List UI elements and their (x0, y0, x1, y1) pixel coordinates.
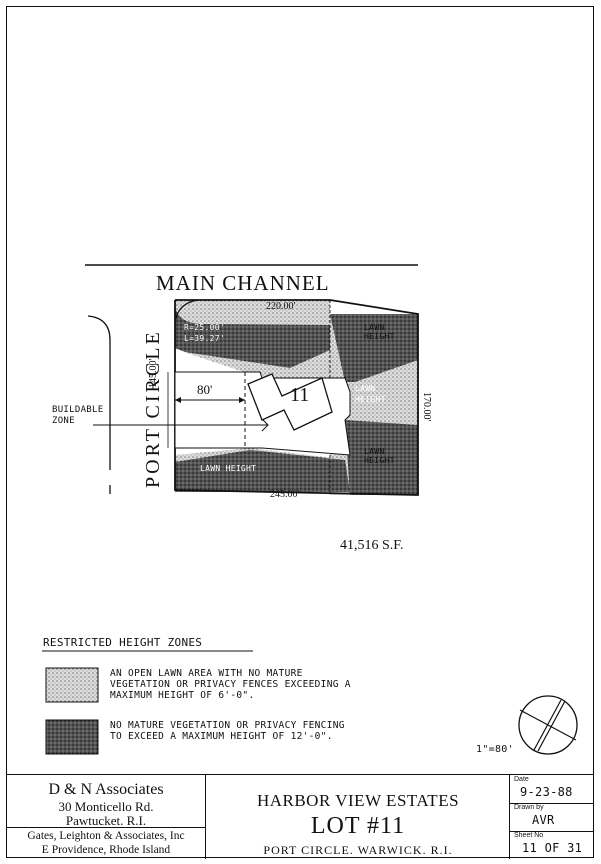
north-arrow-icon (518, 695, 578, 755)
sheet-info-box: Date 9-23-88 Drawn by AVR Sheet No 11 OF… (510, 775, 594, 859)
curve-note-1: R=25.00' (184, 323, 225, 332)
drawn-by-value: AVR (532, 813, 555, 827)
firm2-address: E Providence, Rhode Island (41, 844, 171, 856)
project-name: HARBOR VIEW ESTATES (256, 791, 460, 810)
site-plan (42, 264, 578, 755)
high-zone-right-bottom (345, 420, 418, 495)
road-label: PORT CIRCLE (142, 329, 164, 488)
lot-title: LOT #11 (310, 813, 406, 839)
high-zone-right-top (330, 314, 418, 382)
buildable-zone-label: BUILDABLE ZONE (52, 405, 104, 426)
project-box: HARBOR VIEW ESTATES LOT #11 PORT CIRCLE.… (206, 775, 510, 859)
area-label: 41,516 S.F. (340, 538, 404, 553)
title-block: D & N Associates 30 Monticello Rd. Pawtu… (6, 774, 594, 859)
scale-label: 1"=80' (476, 744, 514, 755)
lawn-label-bottom: LAWN HEIGHT (364, 447, 395, 465)
road-curb-inner (87, 315, 111, 470)
date-label: Date (514, 776, 529, 783)
legend-item-lawn: AN OPEN LAWN AREA WITH NO MATURE VEGETAT… (110, 668, 351, 701)
drawing-border (6, 6, 594, 858)
firm1-address-2: Pawtucket. R.I. (65, 813, 147, 828)
setback-dimension: 80' (197, 382, 213, 397)
legend-swatch-high (45, 719, 99, 755)
firm-box: D & N Associates 30 Monticello Rd. Pawtu… (6, 775, 206, 859)
legend-title: RESTRICTED HEIGHT ZONES (43, 636, 203, 649)
lawn-label-left: LAWN HEIGHT (200, 464, 257, 473)
lawn-label-mid: LAWN HEIGHT (355, 384, 386, 404)
sheet-value: 11 OF 31 (522, 841, 583, 855)
channel-label: MAIN CHANNEL (156, 271, 330, 295)
dim-top: 220.00' (266, 301, 296, 312)
high-zone-bottom (175, 450, 350, 492)
firm2-name: Gates, Leighton & Associates, Inc (27, 830, 185, 842)
building-footprint (247, 373, 333, 431)
firm1-name: D & N Associates (48, 781, 164, 798)
lawn-label-top: LAWN HEIGHT (364, 323, 395, 341)
date-value: 9-23-88 (520, 785, 573, 799)
lot-boundary (174, 299, 419, 496)
sheet-label: Sheet No (514, 832, 544, 839)
high-zone-top (175, 303, 330, 368)
dim-right: 170.00' (421, 392, 432, 422)
lot-corner-arc (174, 299, 199, 323)
legend-swatch-lawn (45, 667, 99, 703)
dim-bottom: 245.00' (270, 489, 300, 500)
project-location: PORT CIRCLE. WARWICK. R.I. (263, 843, 453, 857)
lot-number-label: 11 (290, 384, 310, 406)
legend-item-high: NO MATURE VEGETATION OR PRIVACY FENCING … (110, 720, 345, 742)
firm1-address-1: 30 Monticello Rd. (58, 799, 154, 814)
curve-note-2: L=39.27' (184, 334, 225, 343)
drawn-by-label: Drawn by (514, 804, 544, 811)
